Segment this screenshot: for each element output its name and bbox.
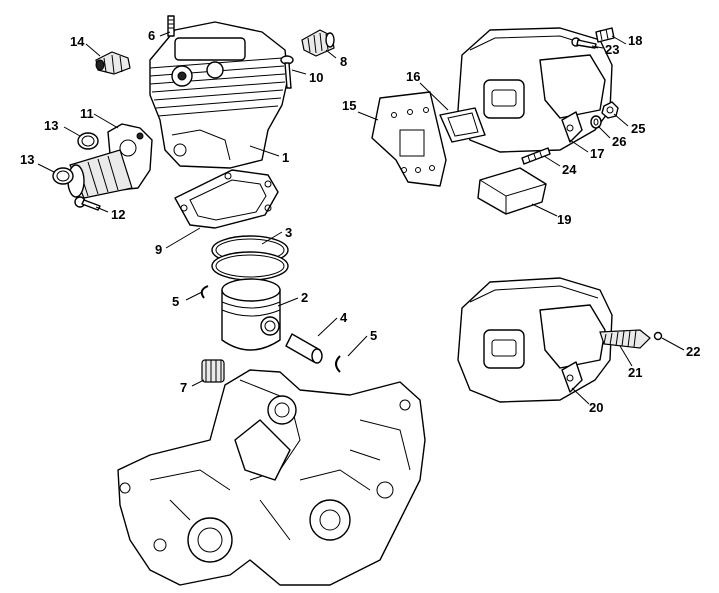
needle-cage-part [201,359,225,383]
stud-part [521,147,551,165]
circlip-part [200,285,209,299]
crankcase-part [117,369,426,586]
stud-part [167,15,175,37]
callout-5a: 5 [172,294,179,309]
muffler-part [457,277,613,403]
callout-17: 17 [590,146,604,161]
callout-2: 2 [301,290,308,305]
callout-19: 19 [557,212,571,227]
callout-labels: 1 2 3 4 5 5 6 7 8 9 10 11 12 13 13 14 15… [20,28,700,415]
callout-23: 23 [605,42,619,57]
screw-part [653,331,663,341]
o-ring-part [52,167,74,185]
intake-manifold-part [67,123,153,199]
baffle-part [477,167,547,215]
callout-4: 4 [340,310,348,325]
heat-shield-part [371,91,447,187]
callout-14: 14 [70,34,85,49]
callout-20: 20 [589,400,603,415]
cylinder-part [149,21,289,169]
callout-6: 6 [148,28,155,43]
callout-7: 7 [180,380,187,395]
piston-pin-part [285,333,323,364]
screw-part [74,196,101,211]
callout-21: 21 [628,365,642,380]
callout-1: 1 [282,150,289,165]
piston-ring-part [211,235,289,281]
callout-8: 8 [340,54,347,69]
screw-part [595,27,615,43]
callout-15: 15 [342,98,356,113]
callout-10: 10 [309,70,323,85]
callout-22: 22 [686,344,700,359]
callout-24: 24 [562,162,577,177]
callout-18: 18 [628,33,642,48]
callout-13a: 13 [44,118,58,133]
o-ring-part [77,132,99,150]
gasket-part [174,169,279,229]
circlip-part [335,355,341,373]
callout-5b: 5 [370,328,377,343]
callout-25: 25 [631,121,645,136]
callout-9: 9 [155,242,162,257]
callout-12: 12 [111,207,125,222]
spark-arrestor-screen-part [599,329,651,349]
decompression-valve-part [301,29,335,57]
callout-13b: 13 [20,152,34,167]
leader-lines [37,31,685,405]
callout-11: 11 [80,106,94,121]
gasket-part [439,107,486,143]
piston-part [221,278,281,351]
screw-part [571,37,597,49]
muffler-part [457,27,613,153]
callout-16: 16 [406,69,420,84]
washer-part [590,115,602,129]
callout-26: 26 [612,134,626,149]
screw-part [280,55,294,89]
spark-plug-part [95,51,131,75]
callout-3: 3 [285,225,292,240]
